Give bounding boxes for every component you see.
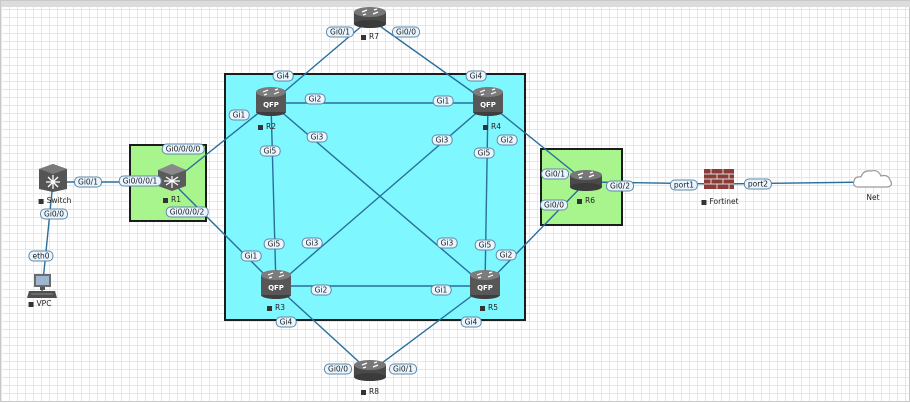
iface-r4-r2[interactable]: Gi1 bbox=[432, 95, 454, 107]
firewall-icon bbox=[704, 169, 734, 189]
fortinet-node[interactable] bbox=[701, 167, 737, 195]
router-r5-name: R5 bbox=[480, 303, 498, 312]
iface-switch-vpc[interactable]: Gi0/0 bbox=[40, 208, 68, 220]
qfp-badge: QFP bbox=[268, 284, 284, 292]
router-r3-name: R3 bbox=[267, 303, 285, 312]
iface-r2-r7[interactable]: Gi4 bbox=[272, 70, 294, 82]
iface-r4-r5[interactable]: Gi5 bbox=[473, 147, 495, 159]
iface-r2-r3[interactable]: Gi5 bbox=[259, 145, 281, 157]
iface-r8-r3[interactable]: Gi0/0 bbox=[324, 363, 352, 375]
vpc-node[interactable] bbox=[27, 273, 57, 303]
iface-r5-r8[interactable]: Gi4 bbox=[460, 316, 482, 328]
iface-r6-r4[interactable]: Gi0/1 bbox=[541, 168, 569, 180]
iface-vpc-switch[interactable]: eth0 bbox=[28, 250, 54, 262]
router-r4-name: R4 bbox=[483, 122, 501, 131]
iface-r6-fortinet[interactable]: Gi0/2 bbox=[606, 180, 634, 192]
router-r2-name: R2 bbox=[258, 122, 276, 131]
link-r4-r5[interactable] bbox=[484, 102, 489, 287]
qfp-badge: QFP bbox=[477, 284, 493, 292]
iface-r1-switch[interactable]: Gi0/0/0/1 bbox=[118, 175, 162, 187]
iface-r4-r6[interactable]: Gi2 bbox=[496, 134, 518, 146]
iface-r7-r2[interactable]: Gi0/1 bbox=[326, 26, 354, 38]
iface-r3-r2[interactable]: Gi5 bbox=[263, 238, 285, 250]
router-r6[interactable] bbox=[568, 169, 604, 195]
router-icon bbox=[354, 7, 386, 28]
qfp-badge: QFP bbox=[263, 101, 279, 109]
switch-node[interactable] bbox=[37, 162, 69, 196]
iface-r5-r3[interactable]: Gi1 bbox=[430, 284, 452, 296]
router-r5[interactable]: QFP bbox=[468, 267, 502, 305]
router-r8-name: R8 bbox=[361, 387, 379, 396]
link-r5-r6[interactable] bbox=[484, 181, 587, 287]
net-node[interactable] bbox=[851, 167, 895, 195]
link-r3-r8[interactable] bbox=[275, 285, 371, 373]
computer-icon bbox=[27, 274, 57, 298]
qfp-router-icon bbox=[261, 270, 291, 299]
router-r7[interactable] bbox=[352, 6, 388, 32]
router-r3[interactable]: QFP bbox=[259, 267, 293, 305]
switch-name: Switch bbox=[39, 196, 72, 205]
link-r2-r5[interactable] bbox=[270, 102, 486, 287]
iface-r3-r8[interactable]: Gi4 bbox=[275, 316, 297, 328]
router-icon bbox=[354, 360, 386, 381]
router-r1-name: R1 bbox=[163, 195, 181, 204]
link-r1-r3[interactable] bbox=[171, 181, 277, 287]
iface-r3-r4[interactable]: Gi3 bbox=[301, 237, 323, 249]
qfp-router-icon bbox=[470, 270, 500, 299]
link-r1-r2[interactable] bbox=[171, 102, 272, 183]
router-r8[interactable] bbox=[352, 359, 388, 385]
vpc-name: VPC bbox=[29, 299, 52, 308]
iface-r1-r3[interactable]: Gi0/0/0/2 bbox=[165, 206, 209, 218]
xr-router-icon bbox=[158, 164, 186, 191]
iface-r7-r4[interactable]: Gi0/0 bbox=[392, 26, 420, 38]
iface-r6-r5[interactable]: Gi0/0 bbox=[540, 199, 568, 211]
router-r7-name: R7 bbox=[361, 32, 379, 41]
iface-r8-r5[interactable]: Gi0/1 bbox=[389, 363, 417, 375]
iface-r3-r5[interactable]: Gi2 bbox=[310, 284, 332, 296]
link-fortinet-net[interactable] bbox=[718, 181, 874, 185]
iface-fortinet-r6[interactable]: port1 bbox=[669, 179, 699, 191]
link-r5-r8[interactable] bbox=[369, 285, 486, 373]
iface-r3-r1[interactable]: Gi1 bbox=[240, 250, 262, 262]
iface-r4-r7[interactable]: Gi4 bbox=[465, 70, 487, 82]
router-r4[interactable]: QFP bbox=[471, 84, 505, 122]
iface-r2-r1[interactable]: Gi1 bbox=[228, 109, 250, 121]
router-r2[interactable]: QFP bbox=[254, 84, 288, 122]
link-r2-r3[interactable] bbox=[270, 102, 277, 287]
iface-r1-r2[interactable]: Gi0/0/0/0 bbox=[161, 143, 205, 155]
iface-fortinet-net[interactable]: port2 bbox=[743, 178, 773, 190]
cloud-icon bbox=[852, 169, 893, 188]
router-r1[interactable] bbox=[156, 162, 188, 196]
link-r4-r3[interactable] bbox=[275, 102, 489, 287]
link-r4-r6[interactable] bbox=[487, 102, 587, 183]
iface-switch-r1[interactable]: Gi0/1 bbox=[74, 176, 102, 188]
iface-r5-r4[interactable]: Gi5 bbox=[474, 239, 496, 251]
router-icon bbox=[570, 170, 602, 191]
switch-icon bbox=[39, 164, 67, 192]
qfp-router-icon bbox=[473, 87, 503, 116]
iface-r5-r6[interactable]: Gi2 bbox=[495, 249, 517, 261]
router-r6-name: R6 bbox=[577, 196, 595, 205]
qfp-badge: QFP bbox=[480, 101, 496, 109]
link-r7-r4[interactable] bbox=[369, 18, 489, 104]
iface-r2-r4[interactable]: Gi2 bbox=[304, 93, 326, 105]
iface-r5-r2[interactable]: Gi3 bbox=[436, 237, 458, 249]
canvas-top-band bbox=[1, 1, 910, 7]
qfp-router-icon bbox=[256, 87, 286, 116]
iface-r4-r3[interactable]: Gi3 bbox=[431, 134, 453, 146]
fortinet-name: Fortinet bbox=[701, 197, 738, 206]
iface-r2-r5[interactable]: Gi3 bbox=[306, 131, 328, 143]
net-name: Net bbox=[866, 193, 880, 202]
